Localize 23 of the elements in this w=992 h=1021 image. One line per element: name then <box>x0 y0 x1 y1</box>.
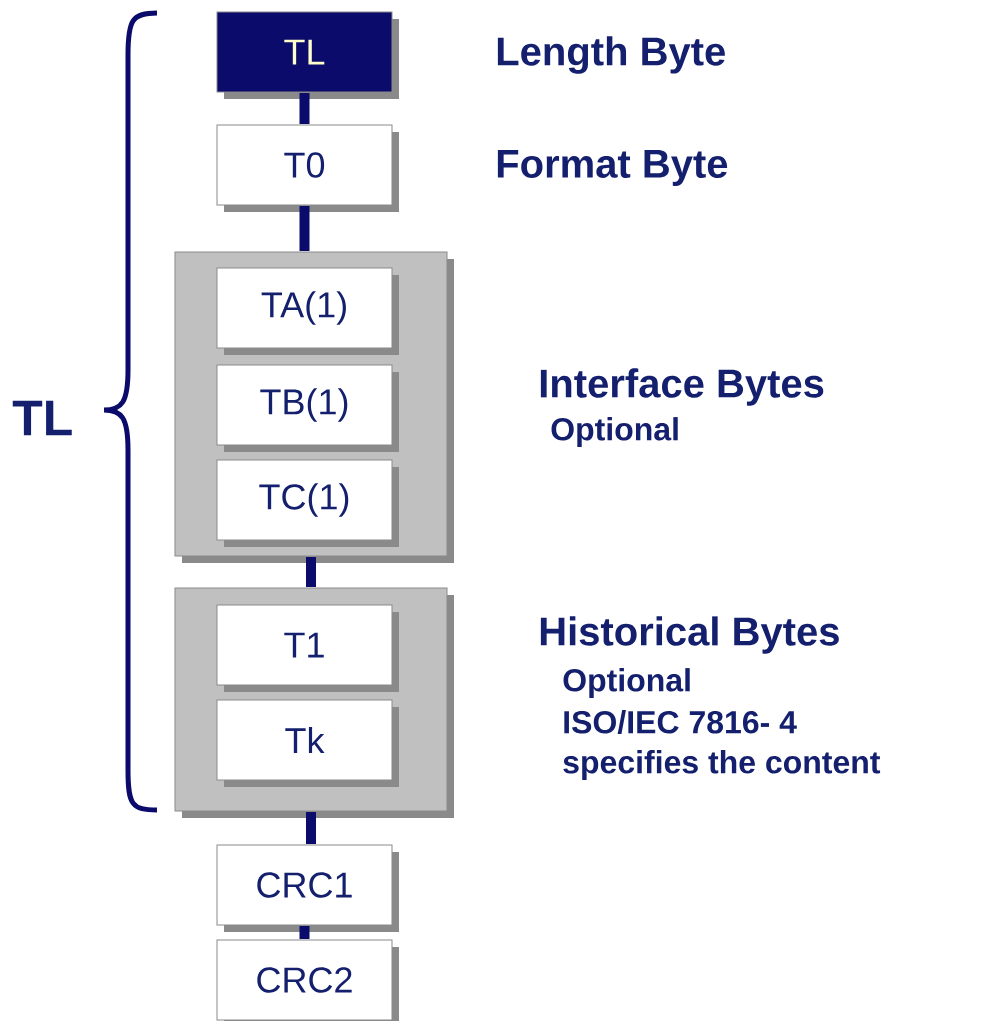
field-heading: Historical Bytes <box>540 616 839 654</box>
byte-box: TA(1) <box>216 267 399 355</box>
field-heading: Length Byte <box>497 36 725 74</box>
byte-box: T1 <box>216 604 399 692</box>
field-heading: Interface Bytes <box>540 368 824 406</box>
byte-box: TB(1) <box>216 364 399 452</box>
byte-box: CRC1 <box>216 844 399 932</box>
byte-box: Tk <box>216 699 399 787</box>
brace-label: TL <box>12 400 72 436</box>
byte-box: CRC2 <box>216 939 399 1021</box>
field-note: Optional <box>563 668 690 698</box>
field-note: ISO/IEC 7816- 4 <box>564 710 797 734</box>
connector-line <box>306 557 316 587</box>
connector-line <box>299 93 310 124</box>
byte-box: TC(1) <box>216 459 399 547</box>
field-heading: Format Byte <box>497 150 728 186</box>
field-note: Optional <box>551 417 678 447</box>
field-note: specifies the content <box>563 750 881 780</box>
byte-box: TL <box>216 11 399 99</box>
byte-box: T0 <box>216 124 399 212</box>
connector-line <box>306 812 316 844</box>
connector-line <box>299 206 310 251</box>
connector-line <box>299 926 310 939</box>
